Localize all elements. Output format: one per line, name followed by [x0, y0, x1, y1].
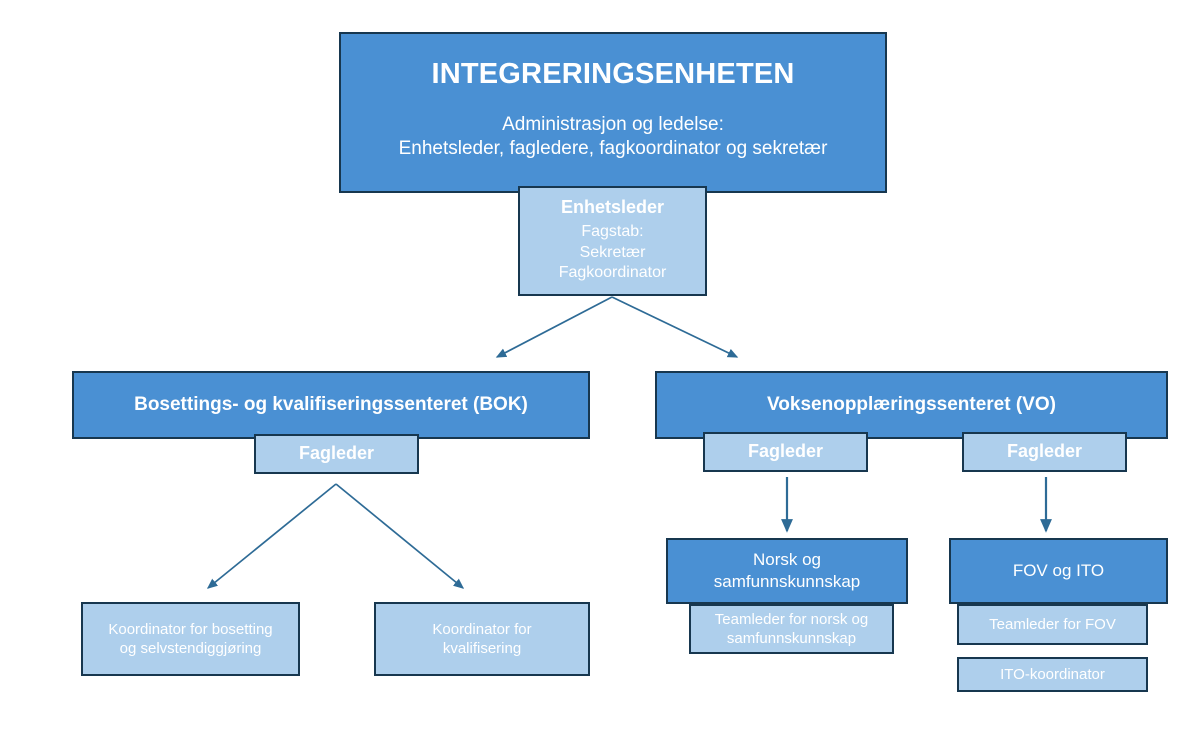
node-ito-koordinator[interactable]: ITO-koordinator: [957, 657, 1148, 692]
node-fagleder-vo-norsk[interactable]: Fagleder: [703, 432, 868, 472]
fagleder-bok-label: Fagleder: [298, 443, 375, 464]
norsk-line1: Norsk og: [752, 550, 822, 570]
vo-title: Voksenopplæringssenteret (VO): [767, 393, 1056, 415]
enhetsleder-line3: Fagkoordinator: [558, 263, 667, 281]
fagleder-vo2-label: Fagleder: [1006, 441, 1083, 462]
koordinator-bosetting-line1: Koordinator for bosetting: [108, 620, 273, 638]
norsk-line2: samfunnskunnskap: [713, 572, 861, 591]
connector-enhetsleder-to-bok: [495, 296, 613, 358]
node-koordinator-bosetting[interactable]: Koordinator for bosetting og selvstendig…: [81, 602, 300, 676]
node-bok[interactable]: Bosettings- og kvalifiseringssenteret (B…: [72, 371, 590, 439]
ito-koordinator-label: ITO-koordinator: [1000, 665, 1105, 683]
node-enhetsleder[interactable]: Enhetsleder Fagstab: Sekretær Fagkoordin…: [518, 186, 707, 296]
node-fov-og-ito[interactable]: FOV og ITO: [949, 538, 1168, 604]
koordinator-kvalifisering-line2: kvalifisering: [442, 640, 522, 657]
koordinator-kvalifisering-line1: Koordinator for: [432, 620, 532, 638]
fov-line1: FOV og ITO: [1012, 561, 1105, 581]
connector-fagleder-to-koordinator-bosetting: [206, 483, 337, 589]
node-integreringsenheten[interactable]: INTEGRERINGSENHETEN Administrasjon og le…: [339, 32, 887, 193]
node-teamleder-norsk[interactable]: Teamleder for norsk og samfunnskunnskap: [689, 604, 894, 654]
bok-title: Bosettings- og kvalifiseringssenteret (B…: [134, 393, 528, 415]
connector-fagleder-to-koordinator-kvalifisering: [335, 483, 465, 589]
node-norsk-og-samfunnskunnskap[interactable]: Norsk og samfunnskunnskap: [666, 538, 908, 604]
node-fagleder-bok[interactable]: Fagleder: [254, 434, 419, 474]
root-subtitle-line2: Enhetsleder, fagledere, fagkoordinator o…: [398, 138, 828, 160]
koordinator-bosetting-line2: og selvstendiggjøring: [119, 640, 262, 657]
enhetsleder-title: Enhetsleder: [560, 197, 665, 217]
connector-enhetsleder-to-vo: [611, 296, 739, 358]
teamleder-fov-label: Teamleder for FOV: [989, 615, 1116, 633]
enhetsleder-line2: Sekretær: [579, 243, 646, 261]
enhetsleder-line1: Fagstab:: [581, 223, 644, 241]
root-title: INTEGRERINGSENHETEN: [431, 58, 795, 90]
node-fagleder-vo-fov[interactable]: Fagleder: [962, 432, 1127, 472]
root-subtitle-line1: Administrasjon og ledelse:: [502, 114, 724, 136]
node-teamleder-fov[interactable]: Teamleder for FOV: [957, 604, 1148, 645]
node-vo[interactable]: Voksenopplæringssenteret (VO): [655, 371, 1168, 439]
node-koordinator-kvalifisering[interactable]: Koordinator for kvalifisering: [374, 602, 590, 676]
fagleder-vo1-label: Fagleder: [747, 441, 824, 462]
teamleder-norsk-line2: samfunnskunnskap: [726, 630, 857, 647]
teamleder-norsk-line1: Teamleder for norsk og: [714, 610, 869, 628]
